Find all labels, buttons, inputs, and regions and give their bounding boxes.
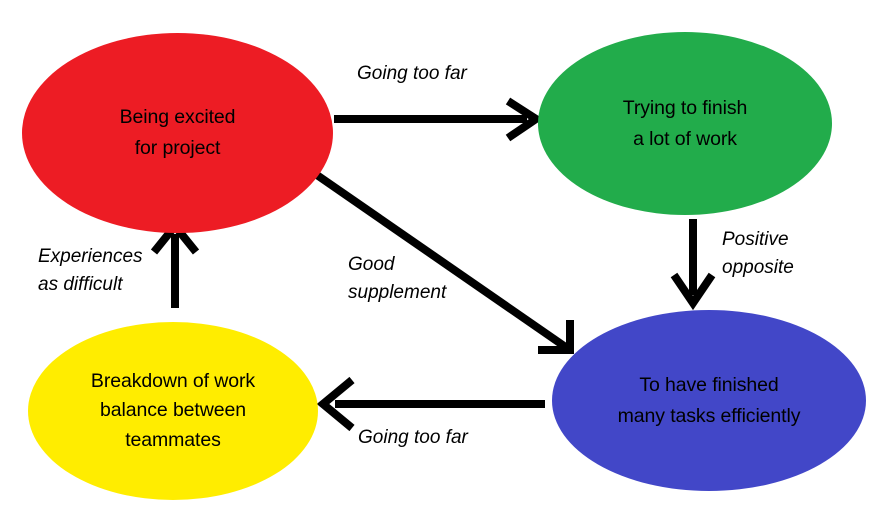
node-label: Breakdown of work balance between teamma…	[90, 369, 256, 451]
edge-label-excited-to-efficient: Good supplement	[348, 254, 447, 303]
node-breakdown-of-work-balance[interactable]: Breakdown of work balance between teamma…	[28, 322, 318, 500]
edge-label-excited-to-finish: Going too far	[357, 63, 467, 84]
edge-label-efficient-to-breakdown: Going too far	[358, 427, 468, 448]
edge-label-breakdown-to-excited: Experiences as difficult	[38, 246, 143, 295]
node-label: Trying to finish a lot of work	[622, 96, 748, 150]
arrow-breakdown-to-excited	[150, 219, 200, 308]
node-label: Being excited for project	[119, 106, 236, 159]
node-trying-to-finish-a-lot-of-work[interactable]: Trying to finish a lot of work	[538, 32, 832, 215]
arrow-excited-to-efficient	[311, 169, 574, 354]
node-being-excited-for-project[interactable]: Being excited for project	[22, 33, 333, 233]
arrow-efficient-to-breakdown	[316, 376, 545, 432]
arrow-finish-to-efficient	[670, 219, 716, 311]
node-to-have-finished-many-tasks-efficiently[interactable]: To have finished many tasks efficiently	[552, 310, 866, 491]
arrow-excited-to-finish	[334, 97, 544, 142]
node-label: To have finished many tasks efficiently	[617, 373, 801, 427]
edge-label-finish-to-efficient: Positive opposite	[722, 229, 794, 278]
